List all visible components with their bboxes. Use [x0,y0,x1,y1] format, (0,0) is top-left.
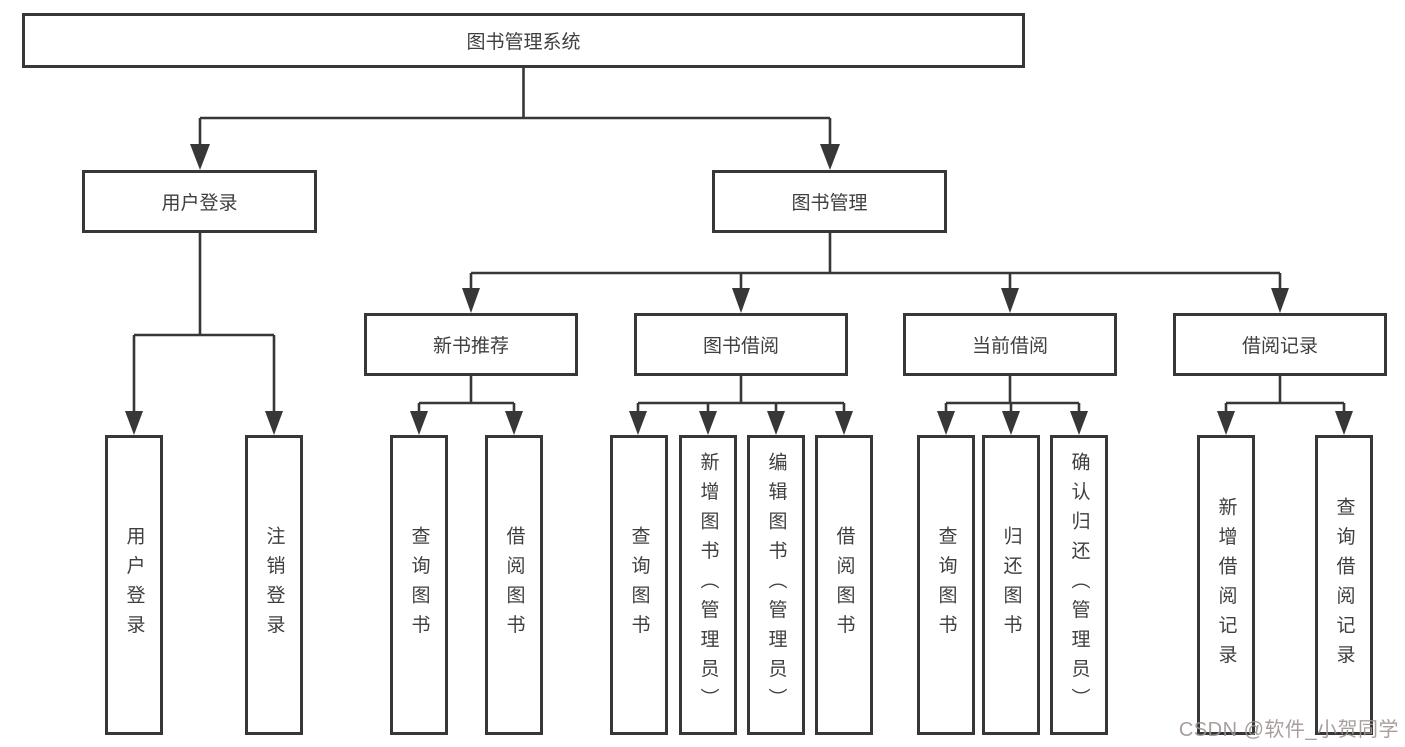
watermark: CSDN @软件_小贺同学 [1178,719,1399,741]
node-new-book-recommend: 新书推荐 [364,313,578,376]
leaf-user-login: 用户登录 [105,435,163,735]
leaf-add-books-admin: 新增图书（管理员） [679,435,737,735]
node-user-login: 用户登录 [82,170,317,233]
leaf-logout: 注销登录 [245,435,303,735]
leaf-confirm-return-admin: 确认归还（管理员） [1050,435,1108,735]
node-current-borrow: 当前借阅 [903,313,1117,376]
leaf-add-borrow-record: 新增借阅记录 [1197,435,1255,735]
node-library-system: 图书管理系统 [22,13,1025,68]
node-book-borrow: 图书借阅 [634,313,848,376]
node-book-management: 图书管理 [712,170,947,233]
leaf-borrow-books: 借阅图书 [815,435,873,735]
node-borrow-records: 借阅记录 [1173,313,1387,376]
leaf-borrow-books: 借阅图书 [485,435,543,735]
leaf-edit-books-admin: 编辑图书（管理员） [747,435,805,735]
leaf-query-books: 查询图书 [390,435,448,735]
leaf-query-books: 查询图书 [917,435,975,735]
leaf-query-borrow-record: 查询借阅记录 [1315,435,1373,735]
leaf-query-books: 查询图书 [610,435,668,735]
leaf-return-books: 归还图书 [982,435,1040,735]
